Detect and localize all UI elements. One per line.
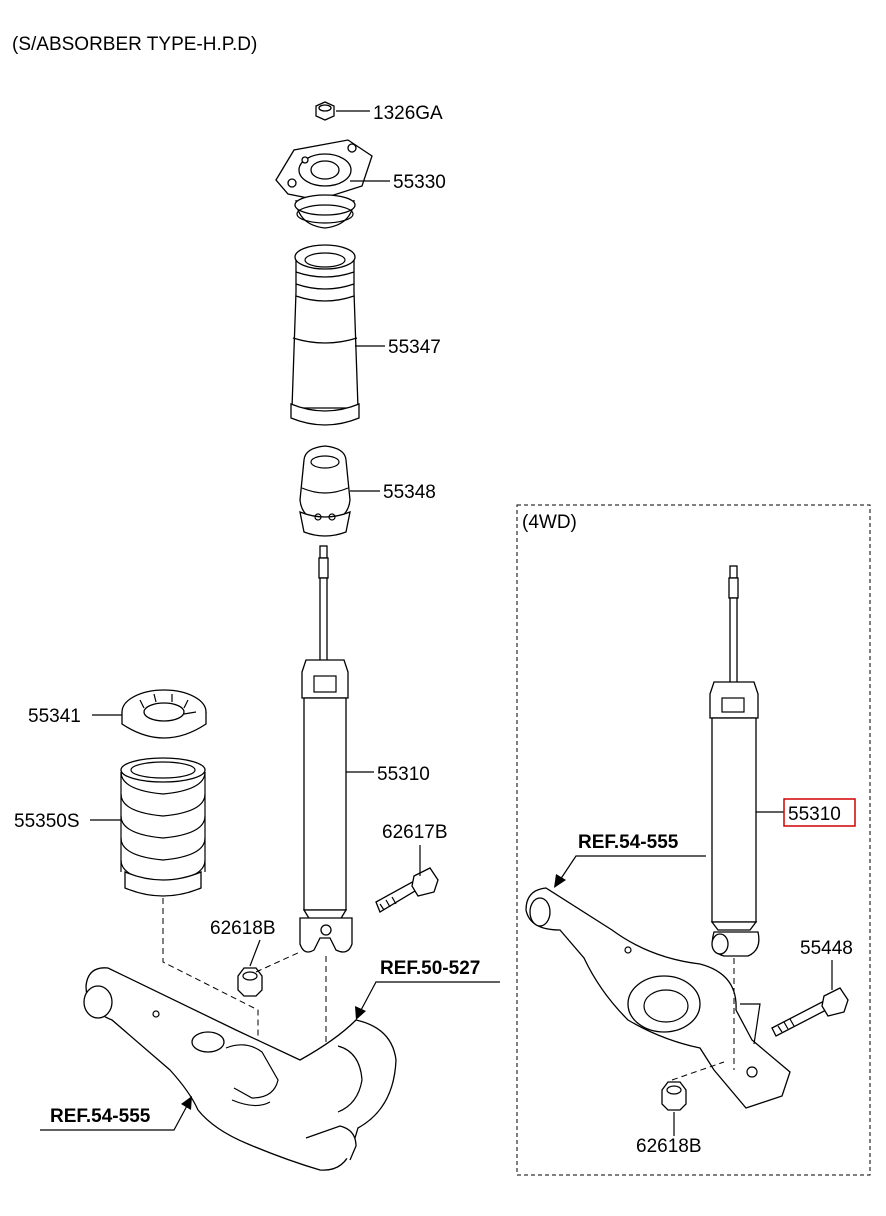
callout-bump-stopper[interactable]: 55348	[383, 482, 436, 503]
inset-title: (4WD)	[522, 512, 577, 533]
callout-mount[interactable]: 55330	[393, 172, 446, 193]
callout-nut-4wd[interactable]: 62618B	[636, 1136, 702, 1157]
callout-ref-knuckle[interactable]: REF.50-527	[380, 958, 480, 979]
highlight-box	[783, 798, 856, 827]
callout-nut-main[interactable]: 62618B	[210, 918, 276, 939]
callout-spring-pad[interactable]: 55341	[28, 706, 81, 727]
diagram-title: (S/ABSORBER TYPE-H.P.D)	[12, 34, 257, 55]
callout-bolt-main[interactable]: 62617B	[382, 822, 448, 843]
spring-pad[interactable]	[121, 689, 207, 739]
callout-bolt-4wd[interactable]: 55448	[800, 938, 853, 959]
lower-arm-4wd[interactable]	[525, 887, 791, 1109]
top-nut[interactable]	[315, 101, 335, 121]
callout-shock-4wd[interactable]: 55310	[788, 804, 841, 825]
coil-spring[interactable]	[120, 757, 206, 897]
dust-cover[interactable]	[290, 244, 360, 426]
inset-4wd-box	[516, 504, 871, 1176]
strut-mount[interactable]	[275, 139, 373, 229]
nut-4wd[interactable]	[661, 1081, 687, 1111]
bump-stopper[interactable]	[299, 445, 351, 537]
lower-arm-main[interactable]	[83, 967, 397, 1171]
callout-nut-top[interactable]: 1326GA	[373, 103, 443, 124]
callout-ref-arm-main[interactable]: REF.54-555	[50, 1106, 151, 1127]
shock-absorber-main[interactable]	[299, 545, 353, 953]
callout-coil-spring[interactable]: 55350S	[14, 811, 80, 832]
callout-ref-arm-4wd[interactable]: REF.54-555	[578, 832, 679, 853]
bolt-4wd[interactable]	[771, 987, 849, 1037]
bolt-main[interactable]	[375, 867, 439, 913]
callout-shock-main[interactable]: 55310	[377, 764, 430, 785]
shock-absorber-4wd[interactable]	[709, 565, 760, 957]
nut-main[interactable]	[237, 967, 263, 997]
callout-dust-cover[interactable]: 55347	[388, 337, 441, 358]
